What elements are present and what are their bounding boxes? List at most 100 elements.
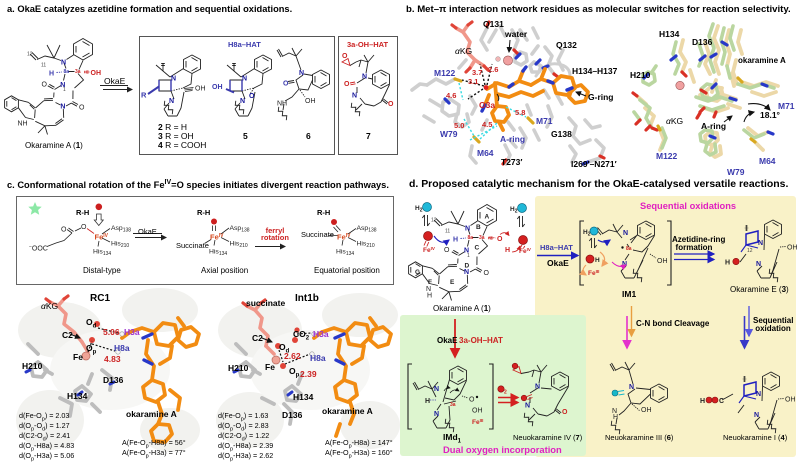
- svg-text:His210: His210: [357, 241, 375, 250]
- svg-text:His134: His134: [336, 249, 354, 258]
- svg-text:OH: OH: [785, 397, 796, 404]
- svg-text:N: N: [464, 248, 469, 255]
- svg-text:2: 2: [504, 390, 507, 396]
- svg-text:11: 11: [445, 229, 450, 235]
- svg-text:1: 1: [63, 87, 66, 93]
- svg-text:O: O: [283, 81, 289, 88]
- svg-text:FeIV: FeIV: [423, 246, 435, 254]
- svg-text:N: N: [622, 261, 627, 268]
- svg-text:O: O: [469, 397, 475, 404]
- svg-text:N: N: [434, 386, 439, 393]
- svg-text:O: O: [444, 247, 450, 254]
- svg-text:His210: His210: [230, 241, 248, 250]
- svg-text:OH: OH: [195, 86, 206, 93]
- svg-text:O: O: [249, 93, 255, 100]
- svg-text:N: N: [299, 70, 304, 77]
- svg-text:N: N: [629, 384, 634, 391]
- svg-text:H2: H2: [583, 229, 591, 238]
- svg-text:H: H: [700, 398, 705, 405]
- svg-text:1: 1: [467, 253, 470, 259]
- svg-text:O: O: [562, 409, 568, 416]
- svg-text:Asp138: Asp138: [111, 225, 131, 234]
- svg-text:H: H: [425, 398, 430, 405]
- svg-text:OH: OH: [657, 258, 668, 265]
- svg-text:N: N: [426, 286, 431, 293]
- svg-text:H: H: [725, 260, 730, 267]
- svg-text:FeIV: FeIV: [210, 233, 224, 242]
- svg-text:N: N: [169, 98, 174, 105]
- svg-text:OH: OH: [91, 70, 102, 77]
- svg-text:3a: 3a: [75, 69, 81, 75]
- svg-text:12: 12: [747, 248, 753, 254]
- svg-text:O: O: [344, 81, 350, 88]
- svg-text:FeIV: FeIV: [519, 247, 531, 255]
- svg-text:R: R: [141, 91, 147, 100]
- svg-text:FeIV: FeIV: [95, 233, 109, 242]
- svg-text:N: N: [754, 412, 759, 419]
- svg-text:3a: 3a: [479, 235, 485, 241]
- svg-text:O: O: [484, 270, 490, 277]
- svg-text:N: N: [60, 104, 65, 111]
- svg-text:F: F: [428, 279, 432, 286]
- svg-text:H2: H2: [415, 205, 423, 214]
- svg-text:N: N: [171, 76, 176, 83]
- svg-text:12: 12: [431, 218, 437, 224]
- svg-text:C: C: [475, 245, 480, 252]
- svg-text:O: O: [81, 224, 87, 231]
- svg-text:Asp138: Asp138: [230, 225, 250, 234]
- svg-text:H: H: [613, 414, 618, 421]
- svg-text:NH: NH: [277, 101, 287, 108]
- svg-text:OH: OH: [641, 407, 652, 414]
- svg-text:A: A: [485, 214, 490, 221]
- svg-text:D: D: [465, 263, 470, 270]
- svg-text:His134: His134: [209, 249, 227, 258]
- svg-text:O: O: [42, 82, 48, 89]
- svg-text:H: H: [427, 293, 432, 300]
- svg-text:H: H: [453, 237, 458, 244]
- svg-text:His134: His134: [93, 249, 111, 258]
- svg-text:N: N: [465, 226, 470, 233]
- svg-text:H2: H2: [510, 206, 518, 215]
- svg-text:N: N: [535, 384, 540, 391]
- svg-text:OH: OH: [472, 408, 483, 415]
- svg-text:12: 12: [27, 52, 33, 58]
- svg-text:H: H: [505, 247, 510, 254]
- svg-text:O: O: [342, 53, 348, 60]
- svg-text:N: N: [352, 93, 357, 100]
- svg-text:N: N: [61, 60, 66, 67]
- svg-text:C: C: [719, 398, 724, 405]
- svg-text:3a: 3a: [450, 402, 456, 408]
- svg-text:H: H: [595, 257, 600, 264]
- svg-text:NH: NH: [18, 121, 28, 128]
- svg-text:N: N: [362, 74, 367, 81]
- svg-text:11: 11: [41, 63, 46, 69]
- svg-text:N: N: [240, 98, 245, 105]
- svg-text:FeIII: FeIII: [588, 269, 599, 277]
- svg-text:FeIII: FeIII: [472, 418, 483, 426]
- svg-text:8a: 8a: [468, 235, 474, 241]
- svg-text:N: N: [434, 411, 439, 418]
- svg-text:FeIV: FeIV: [337, 233, 351, 242]
- svg-text:8a: 8a: [626, 246, 632, 252]
- svg-text:O: O: [497, 236, 503, 243]
- svg-text:N: N: [623, 230, 628, 237]
- svg-text:E: E: [450, 279, 455, 286]
- svg-text:O: O: [388, 101, 394, 108]
- svg-text:N: N: [756, 391, 761, 398]
- svg-text:OH: OH: [212, 84, 223, 91]
- svg-text:N: N: [525, 403, 530, 410]
- svg-text:O: O: [79, 105, 85, 112]
- svg-text:N: N: [756, 261, 761, 268]
- svg-text:N: N: [612, 408, 617, 415]
- svg-text:O: O: [61, 227, 67, 234]
- svg-text:−OOC: −OOC: [29, 245, 48, 253]
- svg-text:Asp138: Asp138: [357, 225, 377, 234]
- svg-text:His210: His210: [111, 241, 129, 250]
- svg-text:H: H: [49, 71, 54, 78]
- svg-text:8a: 8a: [64, 69, 70, 75]
- svg-text:N: N: [242, 76, 247, 83]
- svg-text:N: N: [758, 240, 763, 247]
- svg-text:G: G: [415, 269, 420, 276]
- svg-text:OH: OH: [305, 98, 316, 105]
- svg-text:N: N: [60, 82, 65, 89]
